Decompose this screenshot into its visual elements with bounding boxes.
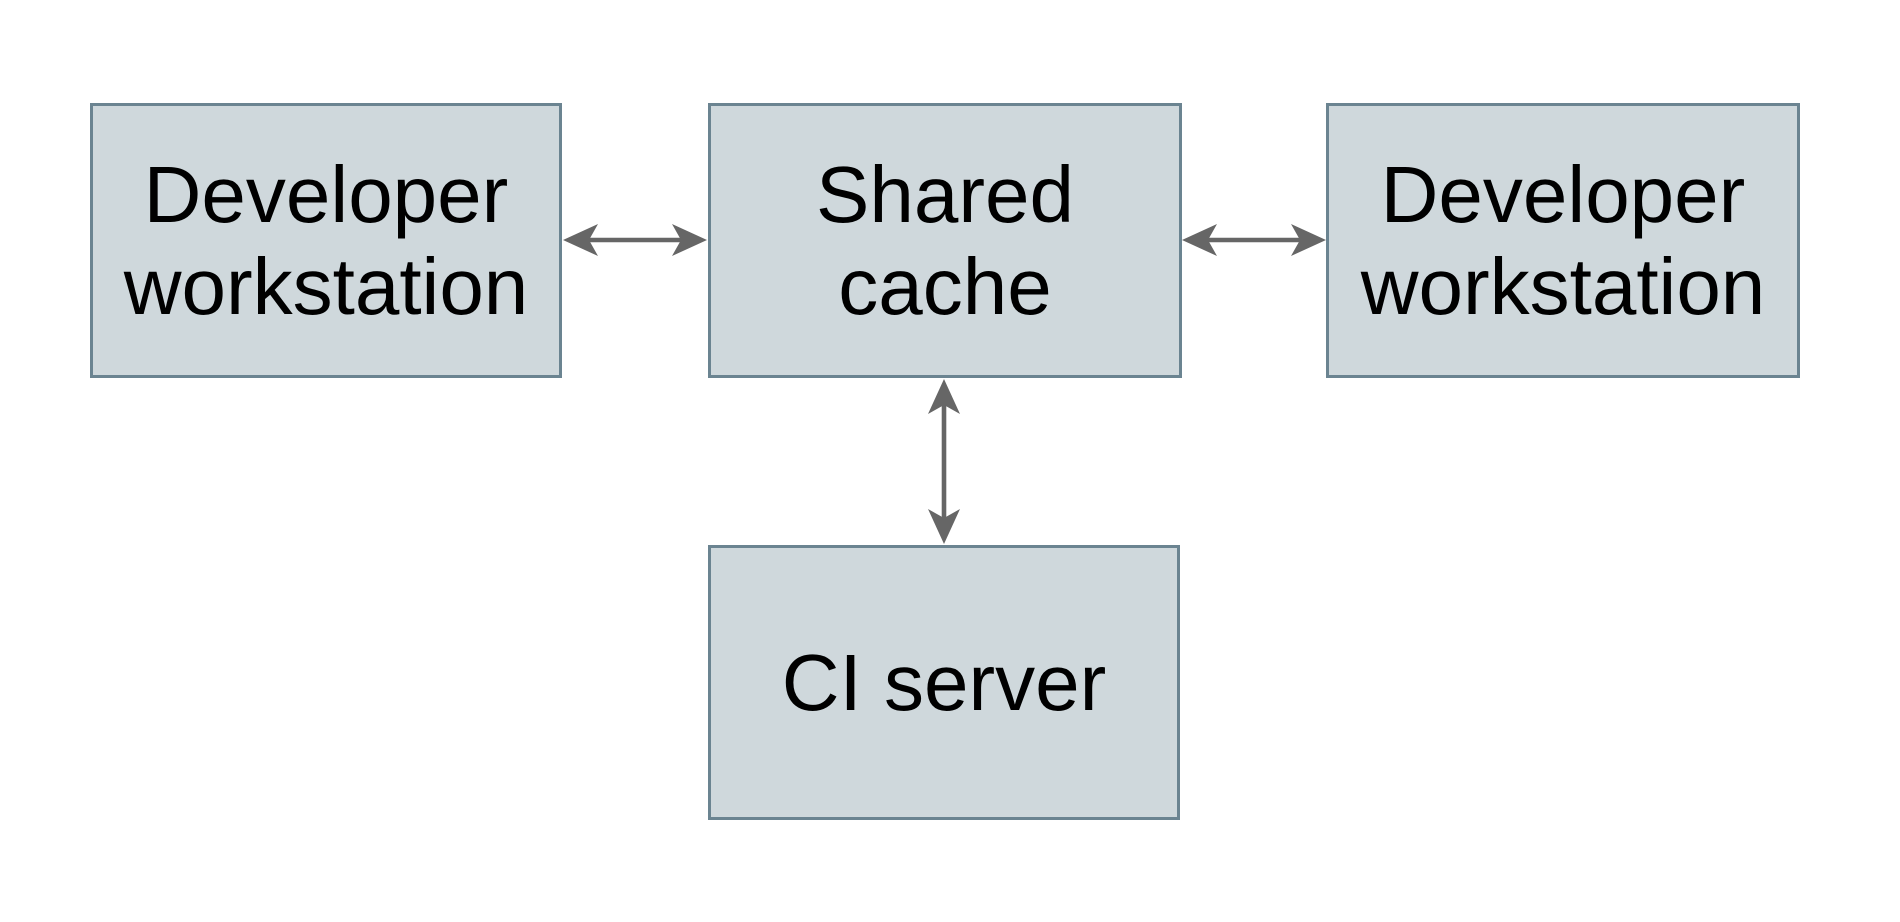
node-shared-cache: Shared cache (708, 103, 1182, 378)
bidirectional-arrow-cache-to-ci-server (928, 379, 960, 544)
node-developer-workstation-right: Developer workstation (1326, 103, 1800, 378)
node-label: CI server (781, 637, 1107, 727)
arrowhead-down-icon (928, 509, 960, 544)
node-label: Developer workstation (123, 149, 529, 331)
node-ci-server: CI server (708, 545, 1180, 820)
bidirectional-arrow-cache-to-right-workstation (1182, 224, 1326, 256)
node-label: Developer workstation (1360, 149, 1766, 331)
arrowhead-right-icon (672, 224, 707, 256)
arrowhead-left-icon (1182, 224, 1217, 256)
node-developer-workstation-left: Developer workstation (90, 103, 562, 378)
node-label: Shared cache (816, 149, 1074, 331)
bidirectional-arrow-left-workstation-to-cache (563, 224, 707, 256)
arrowhead-up-icon (928, 379, 960, 414)
arrowhead-right-icon (1291, 224, 1326, 256)
arrowhead-left-icon (563, 224, 598, 256)
